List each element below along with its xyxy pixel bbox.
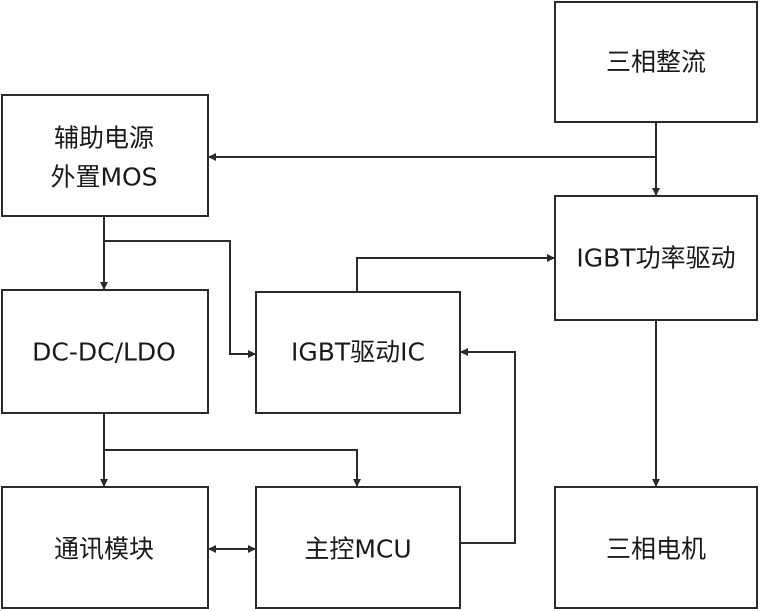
block-aux-power-label-line1: 辅助电源 (54, 124, 154, 153)
block-aux-power: 辅助电源 外置MOS (1, 94, 209, 217)
wire-dcdc-to-mcu (104, 449, 361, 487)
block-igbt-ic-label: IGBT驱动IC (291, 338, 425, 367)
block-igbt-power-label: IGBT功率驱动 (576, 244, 735, 273)
block-dcdc-label: DC-DC/LDO (32, 338, 176, 367)
block-motor-label: 三相电机 (606, 535, 706, 564)
wire-aux-power-to-igbt-ic (104, 240, 256, 358)
block-dcdc: DC-DC/LDO (1, 289, 209, 414)
block-comm-label: 通讯模块 (54, 535, 154, 564)
wire-igbt-ic-to-igbt-power (356, 254, 555, 292)
block-rectifier: 三相整流 (554, 1, 758, 123)
block-igbt-power: IGBT功率驱动 (554, 195, 758, 321)
connections (100, 122, 660, 553)
block-igbt-ic: IGBT驱动IC (255, 291, 461, 414)
block-rectifier-label: 三相整流 (606, 48, 706, 77)
block-motor: 三相电机 (554, 486, 758, 609)
wire-mcu-to-igbt-ic (460, 348, 516, 544)
block-mcu: 主控MCU (255, 486, 461, 609)
block-aux-power-label-line2: 外置MOS (50, 163, 157, 192)
block-comm: 通讯模块 (1, 486, 209, 609)
block-mcu-label: 主控MCU (304, 535, 411, 564)
